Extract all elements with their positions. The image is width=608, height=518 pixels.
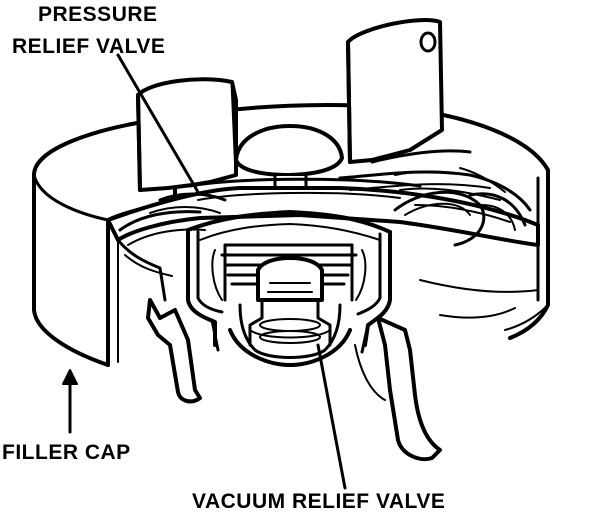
bottom-seal [228, 328, 352, 367]
filler-cap-arrowhead-icon [62, 369, 78, 385]
pressure-relief-leader [116, 53, 200, 194]
pressure-spring-coils-left [118, 192, 227, 246]
vacuum-valve-plunger [238, 256, 342, 359]
filler-cap-label: FILLER CAP [2, 441, 131, 464]
pressure-relief-valve-label-line1: PRESSURE [38, 3, 158, 26]
left-locking-hook [146, 298, 202, 404]
inner-skirt-left [116, 238, 173, 302]
lug-hole-icon [419, 31, 437, 53]
pressure-spring-coils-right [393, 190, 527, 247]
pressure-relief-valve-label-line2: RELIEF VALVE [12, 35, 166, 58]
vacuum-relief-valve-label: VACUUM RELIEF VALVE [192, 490, 446, 513]
right-locking-hook [354, 316, 442, 461]
vacuum-relief-leader [316, 343, 347, 490]
inner-hook-stems [210, 318, 370, 354]
center-dome [234, 124, 344, 196]
right-lug-tab [346, 18, 444, 164]
